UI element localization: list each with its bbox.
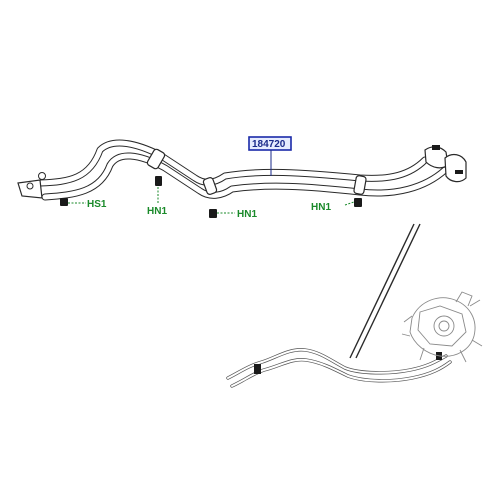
part-number-box: 184720 [248, 136, 292, 176]
part-number: 184720 [252, 139, 286, 150]
leaders [68, 187, 355, 214]
clip-hn1-right [354, 198, 362, 207]
callout-hn1-center: HN1 [237, 209, 257, 220]
clip-hs1 [60, 198, 68, 206]
location-pointer [349, 223, 421, 359]
clip-hn1-center [209, 209, 217, 218]
locator-sketch [226, 291, 483, 388]
callout-hs1: HS1 [87, 199, 107, 210]
clips [60, 176, 362, 218]
tube-assembly [17, 139, 467, 201]
callout-hn1-right: HN1 [311, 202, 331, 213]
callout-hn1-left: HN1 [147, 206, 167, 217]
clip-hn1-left [155, 176, 162, 186]
